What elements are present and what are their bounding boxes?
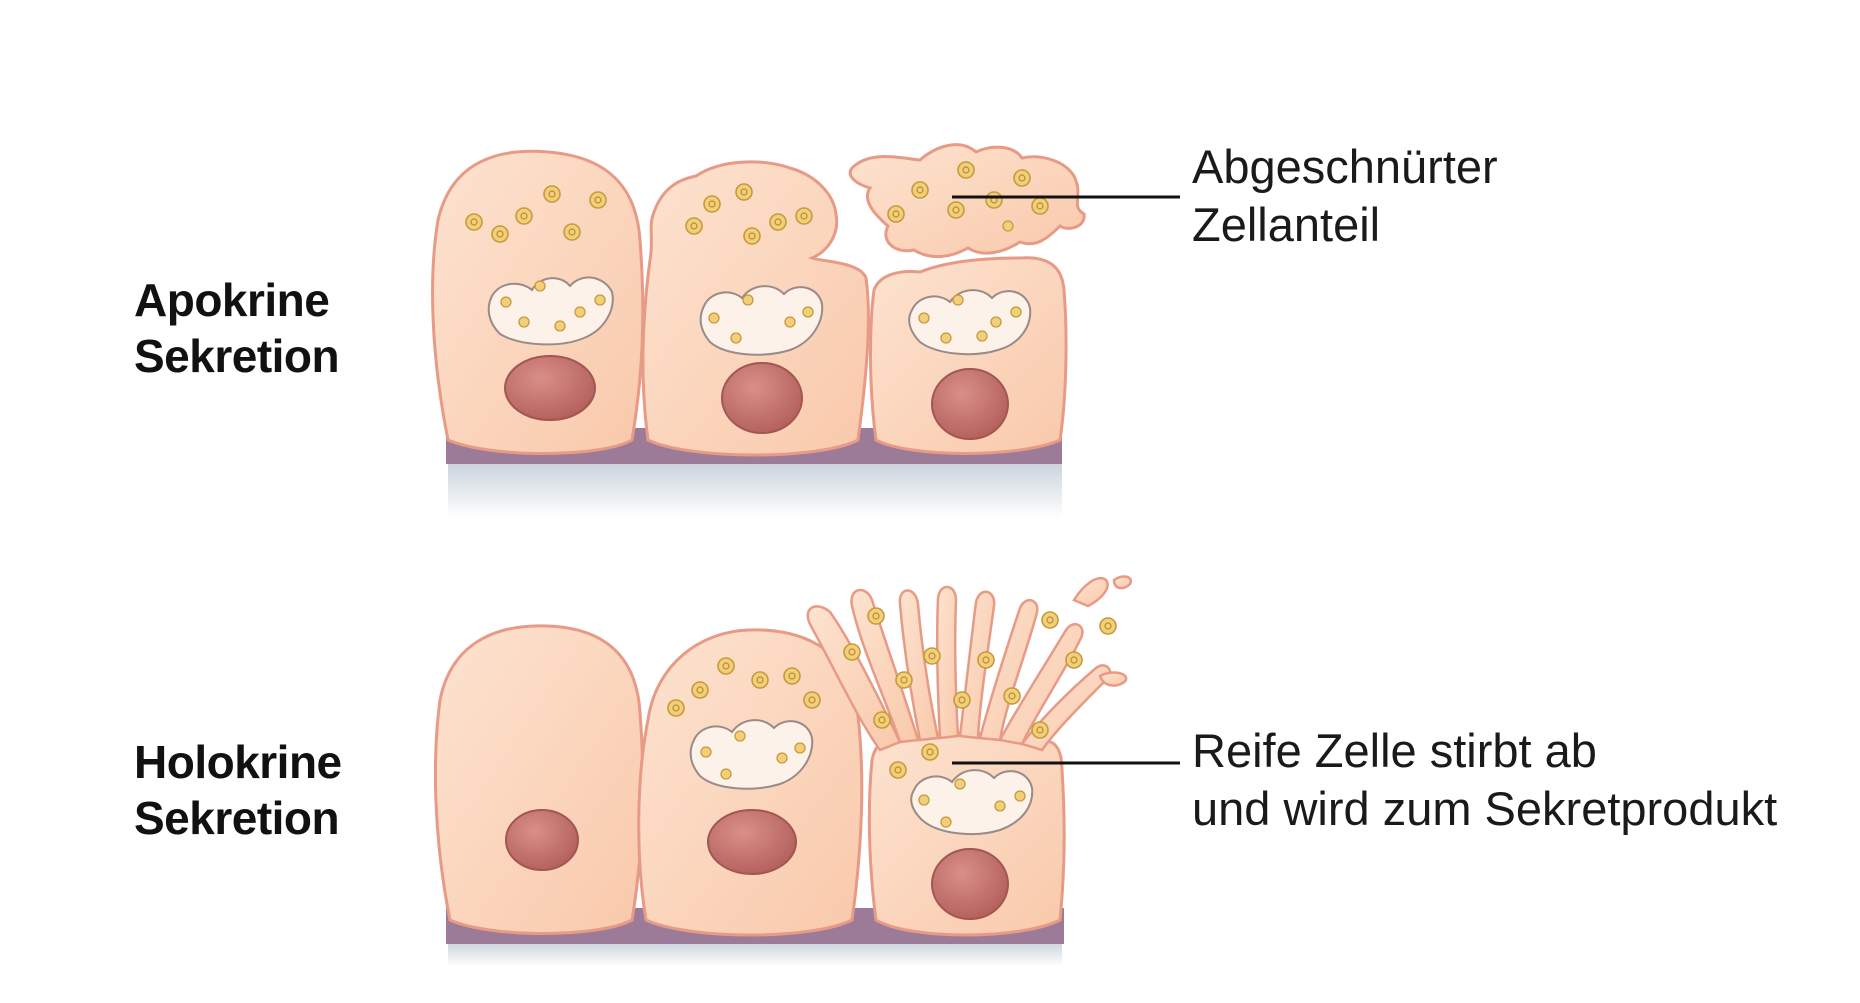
callout-mature-line2: und wird zum Sekretprodukt xyxy=(1192,782,1778,835)
holocrine-label: Holokrine Sekretion xyxy=(134,734,342,846)
callout-pinched-fragment: Abgeschnürter Zellanteil xyxy=(1192,138,1498,254)
apocrine-cell-3 xyxy=(869,256,1068,455)
holocrine-cell-2 xyxy=(637,628,864,937)
nucleus xyxy=(504,355,596,421)
holocrine-cell-1 xyxy=(433,624,645,935)
apocrine-cell-1 xyxy=(431,149,645,455)
callout-mature-line1: Reife Zelle stirbt ab xyxy=(1192,724,1597,777)
nucleus xyxy=(721,362,803,434)
basement-shadow xyxy=(448,942,1062,966)
holocrine-cell-3 xyxy=(806,575,1133,937)
holocrine-label-line1: Holokrine xyxy=(134,736,342,788)
nucleus xyxy=(931,368,1009,440)
apocrine-label-line2: Sekretion xyxy=(134,330,340,382)
holocrine-illustration xyxy=(433,575,1180,966)
apocrine-cell-2 xyxy=(641,160,870,457)
apocrine-illustration xyxy=(431,143,1180,518)
callout-mature-cell: Reife Zelle stirbt ab und wird zum Sekre… xyxy=(1192,722,1777,838)
nucleus xyxy=(505,809,579,871)
nucleus xyxy=(707,809,797,875)
pinched-off-fragment xyxy=(848,143,1086,258)
callout-pinched-line2: Zellanteil xyxy=(1192,198,1381,251)
holocrine-label-line2: Sekretion xyxy=(134,792,340,844)
nucleus xyxy=(931,848,1009,920)
callout-pinched-line1: Abgeschnürter xyxy=(1192,140,1498,193)
apocrine-label-line1: Apokrine xyxy=(134,274,330,326)
apocrine-label: Apokrine Sekretion xyxy=(134,272,340,384)
basement-shadow xyxy=(448,462,1062,518)
